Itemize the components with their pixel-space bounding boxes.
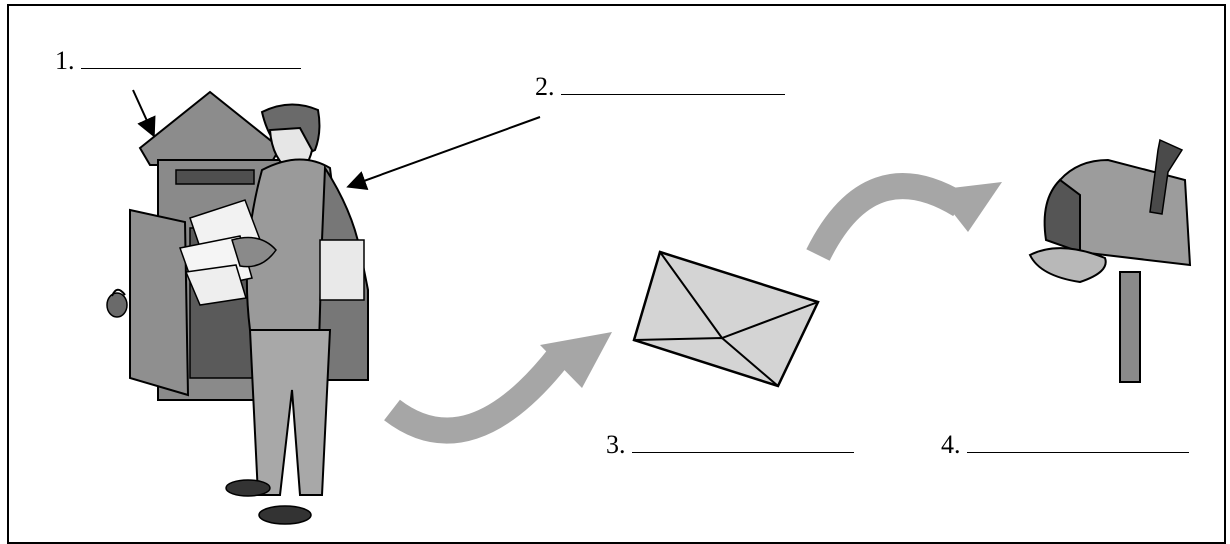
flow-arrow-2: [806, 173, 1002, 261]
answer-blank-1[interactable]: [80, 46, 301, 69]
answer-blank-3[interactable]: [631, 430, 854, 453]
label-number-4: 4.: [941, 430, 961, 459]
mail-carrier-icon: [179, 103, 369, 525]
rural-mailbox-icon: [1028, 138, 1192, 383]
blank-label-4: 4.: [941, 430, 1189, 458]
label-number-1: 1.: [55, 46, 75, 75]
label-number-3: 3.: [606, 430, 626, 459]
answer-blank-2[interactable]: [560, 72, 785, 95]
pointer-arrow-2: [346, 116, 541, 190]
blank-label-2: 2.: [535, 72, 785, 100]
pointer-arrow-1: [132, 89, 156, 138]
blank-label-3: 3.: [606, 430, 854, 458]
answer-blank-4[interactable]: [966, 430, 1189, 453]
flow-arrow-1: [384, 332, 612, 444]
label-number-2: 2.: [535, 72, 555, 101]
envelope-icon: [632, 250, 820, 388]
blank-label-1: 1.: [55, 46, 301, 74]
